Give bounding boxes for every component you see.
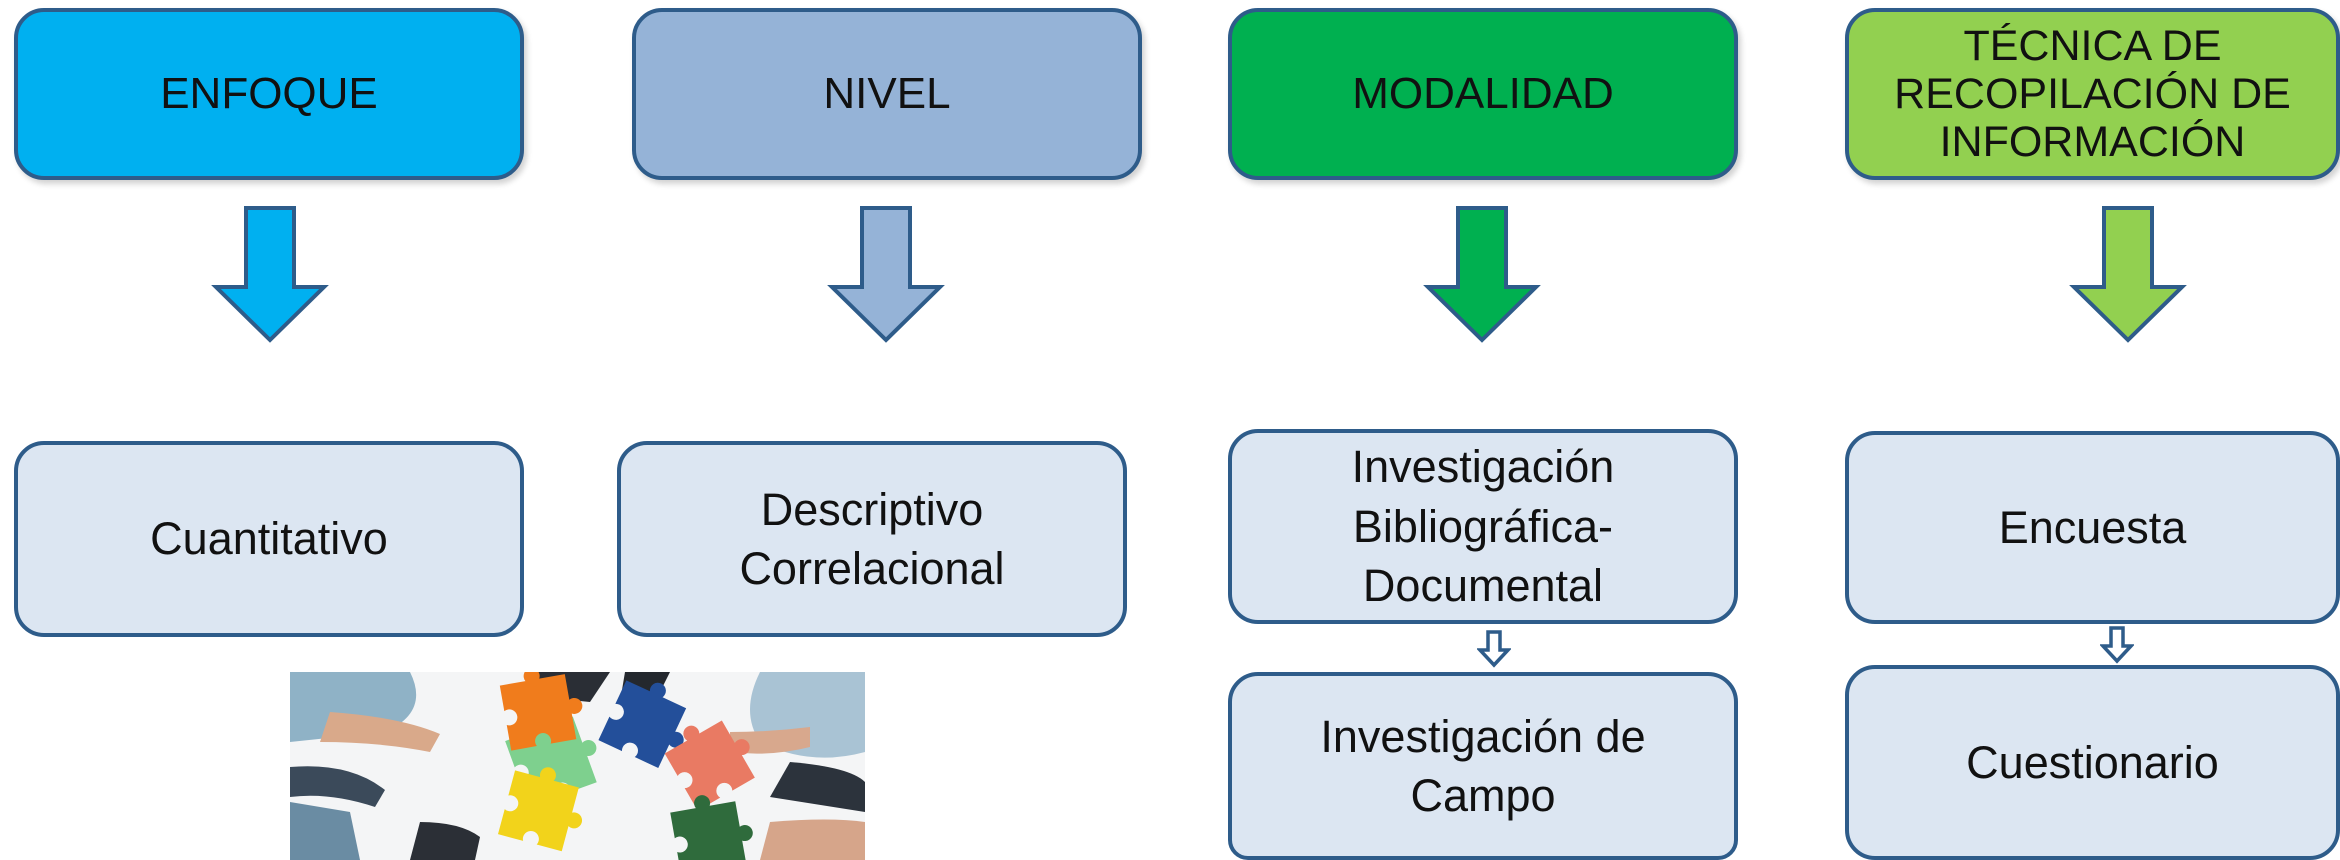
down-arrow-icon (827, 206, 945, 343)
header-modalidad: MODALIDAD (1228, 8, 1738, 180)
header-nivel: NIVEL (632, 8, 1142, 180)
header-nivel-label: NIVEL (823, 68, 951, 118)
small-down-arrow-icon (2100, 626, 2134, 664)
down-arrow-icon (2069, 206, 2187, 343)
header-enfoque-label: ENFOQUE (160, 68, 378, 118)
item-investigacion-bibliografica: Investigación Bibliográfica- Documental (1228, 429, 1738, 624)
item-cuantitativo: Cuantitativo (14, 441, 524, 637)
item-label: Descriptivo Correlacional (739, 483, 1005, 594)
item-label: Investigación Bibliográfica- Documental (1351, 441, 1615, 612)
puzzle-teamwork-photo (290, 672, 865, 860)
item-cuestionario: Cuestionario (1845, 665, 2340, 860)
header-modalidad-label: MODALIDAD (1352, 68, 1614, 118)
item-label: Investigación de Campo (1320, 710, 1646, 821)
header-tecnica: TÉCNICA DE RECOPILACIÓN DE INFORMACIÓN (1845, 8, 2340, 180)
item-descriptivo-correlacional: Descriptivo Correlacional (617, 441, 1127, 637)
down-arrow-icon (1423, 206, 1541, 343)
down-arrow-icon (211, 206, 329, 343)
item-label: Encuesta (1998, 501, 2187, 553)
header-tecnica-label: TÉCNICA DE RECOPILACIÓN DE INFORMACIÓN (1894, 21, 2291, 167)
item-encuesta: Encuesta (1845, 431, 2340, 624)
item-label: Cuantitativo (150, 513, 388, 565)
item-label: Cuestionario (1966, 736, 2219, 788)
small-down-arrow-icon (1477, 630, 1511, 668)
item-investigacion-campo: Investigación de Campo (1228, 672, 1738, 860)
header-enfoque: ENFOQUE (14, 8, 524, 180)
